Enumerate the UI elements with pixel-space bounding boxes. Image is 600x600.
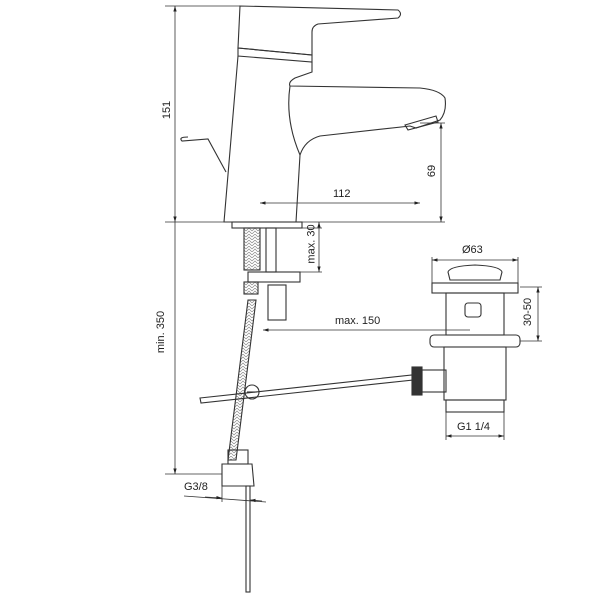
popup-waste (429, 264, 521, 413)
dim-total-height: 151 (161, 100, 174, 120)
tap-body (180, 5, 446, 229)
dim-waste-thread: G1 1/4 (457, 421, 491, 433)
dim-min-supply-length: min. 350 (155, 310, 168, 354)
dim-spout-height: 69 (426, 164, 439, 178)
dim-max-deck-thickness: max. 30 (305, 224, 318, 264)
dim-spout-reach: 112 (333, 188, 351, 200)
dim-waste-deck-thickness: 30-50 (522, 297, 535, 327)
dim-waste-diameter: Ø63 (462, 244, 483, 256)
popup-rod (199, 366, 447, 404)
dim-supply-thread: G3/8 (184, 481, 208, 493)
supply-hose (221, 227, 301, 593)
dim-max-rod-distance: max. 150 (335, 315, 381, 327)
